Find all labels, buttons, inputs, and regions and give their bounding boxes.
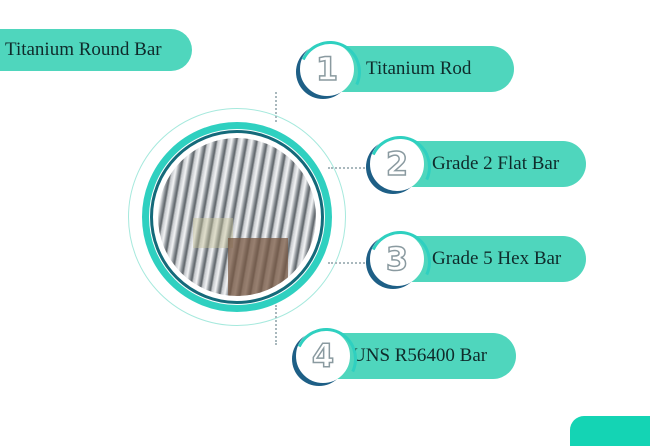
accent-ring [142,122,332,312]
outer-ring [128,108,346,326]
title-pill: Titanium Round Bar [0,29,192,71]
connector-2 [328,167,368,169]
item-label: Titanium Rod [366,58,472,79]
number-badge-2: 2 [370,137,424,191]
item-label: Grade 5 Hex Bar [432,248,562,269]
connector-3 [328,262,368,264]
connector-1 [275,92,277,122]
titanium-bars-image [158,138,316,296]
connector-4 [275,305,277,345]
inner-ring [150,130,324,304]
number-badge-1: 1 [300,42,354,96]
number-badge-3: 3 [370,232,424,286]
central-hub [128,108,346,326]
corner-decoration [570,416,650,446]
number-badge-4: 4 [296,329,350,383]
item-label: UNS R56400 Bar [352,345,488,366]
item-label: Grade 2 Flat Bar [432,153,560,174]
page-title: Titanium Round Bar [5,39,162,60]
